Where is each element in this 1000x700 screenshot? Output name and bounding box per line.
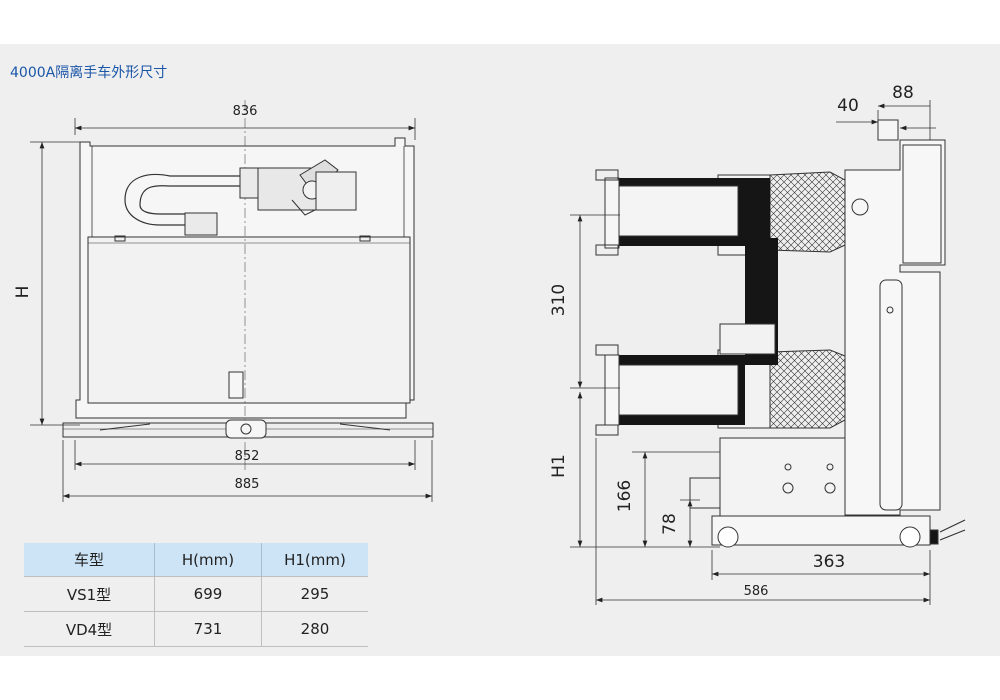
cell-h: 699: [154, 576, 262, 612]
front-view: [30, 100, 434, 502]
dim-310-label: 310: [549, 284, 569, 316]
header-h: H(mm): [154, 543, 262, 577]
dim-h1-label: H1: [549, 454, 569, 478]
header-h1: H1(mm): [261, 543, 368, 577]
table-row: VD4型 731 280: [24, 611, 368, 647]
dim-363-label: 363: [813, 552, 845, 572]
spec-table-header: 车型 H(mm) H1(mm): [24, 543, 368, 577]
cell-model: VD4型: [24, 611, 155, 647]
cell-h: 731: [154, 611, 262, 647]
cell-h1: 295: [261, 576, 368, 612]
dim-78-label: 78: [660, 513, 680, 535]
dim-width-mid-label: 852: [235, 449, 260, 464]
page-title: 4000A隔离手车外形尺寸: [10, 65, 168, 81]
cell-model: VS1型: [24, 576, 155, 612]
table-row: VS1型 699 295: [24, 576, 368, 612]
dim-40-label: 40: [837, 96, 859, 116]
side-view: [570, 100, 966, 605]
dim-width-bottom-label: 885: [235, 477, 260, 492]
dim-88-label: 88: [892, 83, 914, 103]
dim-166-label: 166: [615, 480, 635, 512]
dim-height-label: H: [13, 286, 33, 299]
dim-width-top-label: 836: [233, 104, 258, 119]
cell-h1: 280: [261, 611, 368, 647]
header-model: 车型: [24, 543, 155, 577]
dim-586-label: 586: [744, 584, 769, 599]
spec-table: 车型 H(mm) H1(mm) VS1型 699 295 VD4型 731 28…: [24, 543, 368, 647]
